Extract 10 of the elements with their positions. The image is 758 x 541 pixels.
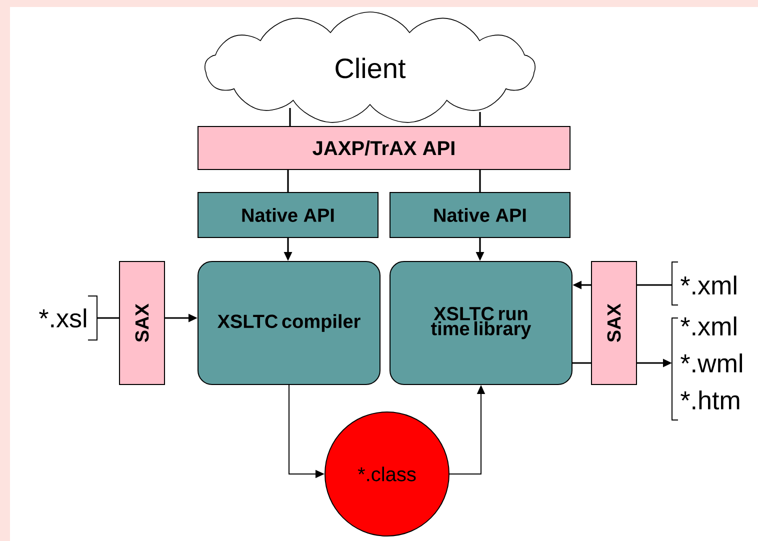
file-label: *.xml (680, 276, 736, 294)
parser-box: SAX (119, 261, 165, 385)
file-label: *.xsl (39, 308, 86, 328)
process-box: XSLTC compiler (198, 261, 380, 385)
process-box: XSLTC run time library (390, 261, 572, 385)
api-box: Native API (198, 192, 378, 238)
api-box: Native API (390, 192, 570, 238)
api-bar: JAXP/TrAX API (198, 126, 570, 170)
parser-box: SAX (591, 261, 637, 385)
file-list: *.xml *.wml *.htm (680, 316, 742, 410)
